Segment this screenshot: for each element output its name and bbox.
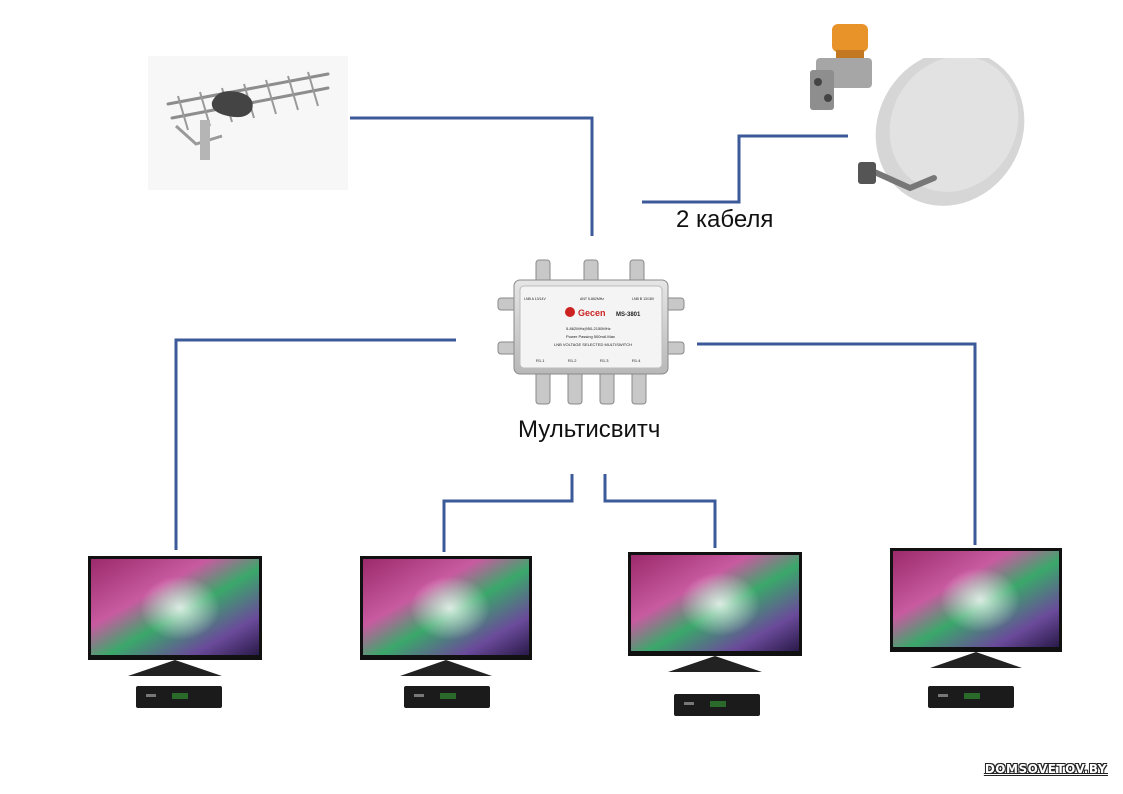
multiswitch-desc: LNB VOLTAGE SELECTED MULTISWITCH	[554, 342, 632, 347]
multiswitch-brand: Gecen	[578, 308, 606, 318]
multiswitch-label: Мультисвитч	[518, 416, 661, 443]
receiver-box-3	[674, 694, 760, 716]
lnb-converter-icon	[810, 24, 872, 110]
cable-switch-to-tv4	[697, 342, 977, 545]
cable-switch-to-tv1	[174, 338, 456, 550]
multiswitch-freq: 5-862MHz|950-2150MHz	[566, 326, 611, 331]
cable-switch-to-tv3	[603, 474, 717, 548]
cable-dish-to-switch	[642, 134, 848, 204]
multiswitch-model: MS-3801	[616, 312, 641, 318]
multiswitch-out-4: R1.4	[632, 358, 641, 363]
receiver-box-1	[136, 686, 222, 708]
multiswitch-in-right: LNB B 13/18V	[632, 297, 655, 301]
multiswitch-device: Gecen MS-3801 5-862MHz|950-2150MHz Power…	[497, 259, 685, 405]
multiswitch-in-mid: ANT 5-862MHz	[580, 297, 604, 301]
tv-1	[88, 556, 262, 676]
multiswitch-out-1: R1.1	[536, 358, 545, 363]
satellite-dish-icon	[858, 58, 1025, 206]
terrestrial-antenna-icon	[148, 56, 348, 190]
multiswitch-in-left: LNB A 13/14V	[524, 297, 546, 301]
receiver-box-2	[404, 686, 490, 708]
multiswitch-power: Power Passing 500mA Max	[566, 334, 615, 339]
multiswitch-out-2: R1.2	[568, 358, 577, 363]
tv-4	[890, 548, 1062, 668]
site-watermark: DOMSOVETOV.BY	[984, 762, 1107, 776]
cable-switch-to-tv2	[442, 474, 574, 552]
tv-3	[628, 552, 802, 672]
multiswitch-out-3: R1.3	[600, 358, 609, 363]
tv-2	[360, 556, 532, 676]
receiver-box-4	[928, 686, 1014, 708]
two-cables-label: 2 кабеля	[676, 206, 774, 233]
cable-antenna-to-switch	[350, 116, 594, 236]
